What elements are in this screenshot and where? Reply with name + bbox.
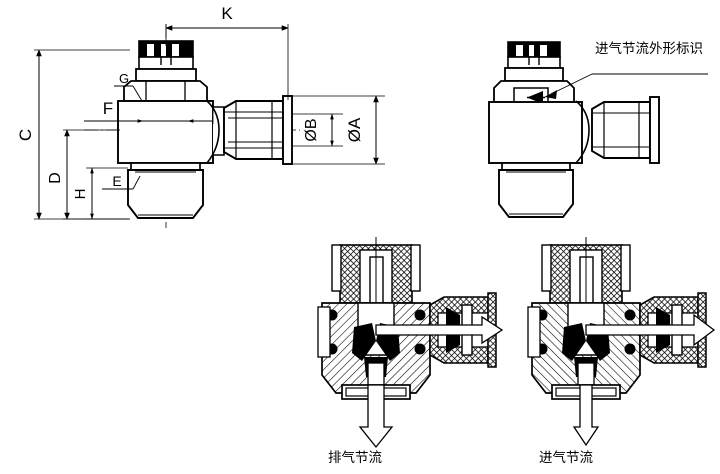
flow-arrow-horizontal	[585, 313, 716, 347]
dimension-label-diameter-B: ØB	[303, 118, 320, 141]
dimension-label-H: H	[72, 189, 89, 200]
o-ring	[624, 309, 636, 321]
flow-arrow-vertical	[572, 384, 600, 447]
dimension-E-leader	[102, 175, 141, 190]
push-in-fitting	[223, 95, 293, 165]
dimension-diameter-B	[292, 113, 343, 147]
o-ring	[414, 309, 426, 321]
dimension-K	[165, 24, 289, 100]
o-ring	[624, 343, 636, 355]
flow-arrow-vertical	[358, 384, 394, 449]
push-in-fitting-ext	[591, 96, 660, 164]
dimension-label-diameter-A: ØA	[345, 117, 364, 142]
marking-label: 进气节流外形标识	[595, 41, 703, 57]
exhaust-throttle-label: 排气节流	[328, 450, 382, 466]
flow-arrow-horizontal	[375, 315, 504, 345]
valve-body	[117, 100, 225, 219]
external-marking-view: 进气节流外形标识	[488, 41, 708, 218]
intake-throttle-section-view: 进气节流	[527, 237, 716, 466]
adjusting-knob	[135, 40, 197, 82]
dimension-label-E: E	[112, 173, 121, 189]
intake-throttle-label: 进气节流	[539, 450, 593, 466]
adjusting-knob-ext	[504, 41, 564, 82]
dimension-label-K: K	[221, 4, 233, 23]
dimension-G-leader	[114, 85, 143, 102]
dimension-diameter-A	[292, 95, 385, 165]
dimension-H	[86, 167, 128, 220]
o-ring	[414, 343, 426, 355]
marking-leader-line	[544, 73, 708, 99]
dimension-label-G: G	[119, 71, 129, 86]
exhaust-throttle-section-view: 排气节流	[317, 237, 504, 466]
valve-body-ext	[488, 100, 590, 218]
dimension-label-D: D	[47, 172, 64, 184]
dimension-F	[84, 101, 214, 124]
dimensioned-elevation-view: K C D H E	[16, 4, 385, 228]
dimension-label-C: C	[16, 129, 35, 141]
dimension-label-F: F	[103, 99, 113, 118]
